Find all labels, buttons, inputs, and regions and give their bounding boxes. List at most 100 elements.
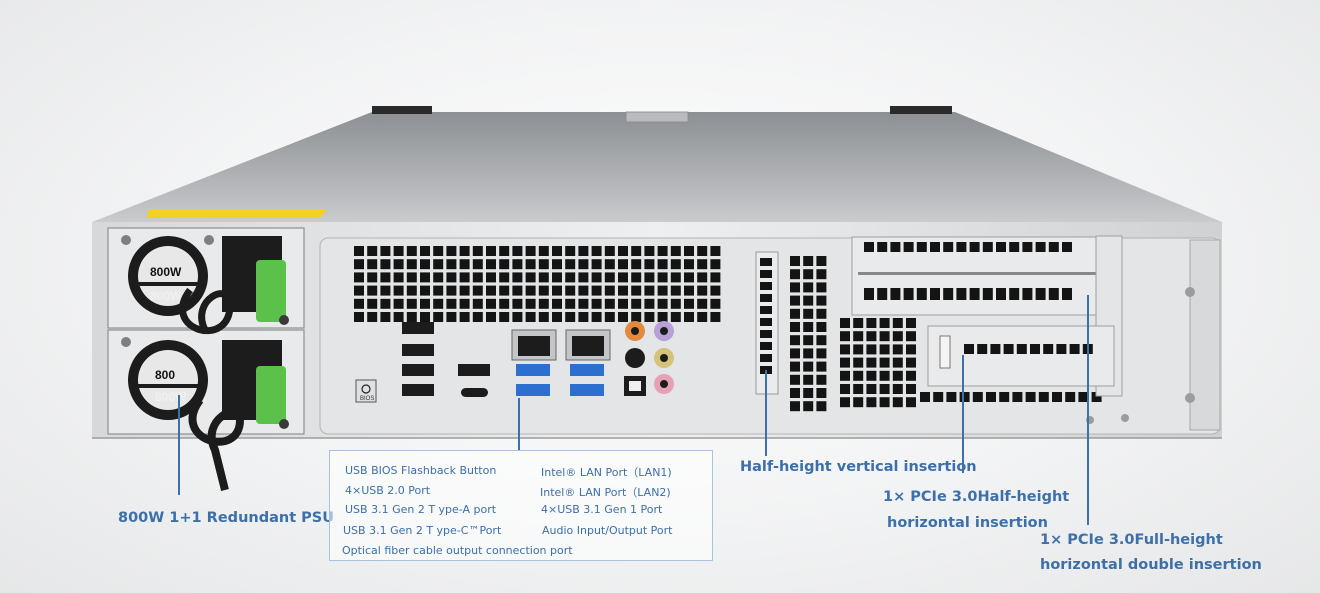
vent-hole xyxy=(406,285,417,296)
vent-hole xyxy=(840,318,850,328)
vent-hole xyxy=(816,348,827,359)
vent-hole xyxy=(853,357,864,368)
vent-hole xyxy=(853,384,864,394)
psu-2-release-handle xyxy=(256,366,286,424)
vent-hole xyxy=(816,295,827,306)
vent-hole xyxy=(420,272,430,283)
vent-hole xyxy=(816,335,827,346)
vent-hole xyxy=(892,318,903,328)
psu-callout: 800W 1+1 Redundant PSU xyxy=(118,510,335,526)
vent-hole xyxy=(760,318,772,326)
vent-hole xyxy=(472,312,483,322)
vent-hole xyxy=(354,312,364,322)
vent-hole xyxy=(943,288,954,300)
vent-hole xyxy=(631,298,642,309)
vent-hole xyxy=(367,312,378,322)
vent-hole xyxy=(420,312,430,322)
vent-hole xyxy=(486,246,496,256)
vent-hole xyxy=(486,285,496,296)
usb3-ports xyxy=(516,364,604,396)
vent-hole xyxy=(1022,242,1033,252)
vent-hole xyxy=(684,298,694,309)
vent-hole xyxy=(565,285,576,296)
vent-hole xyxy=(604,259,615,270)
vent-hole xyxy=(1065,392,1076,402)
vent-hole xyxy=(816,256,827,266)
vent-hole xyxy=(367,298,378,309)
vent-hole xyxy=(790,374,800,385)
vent-hole xyxy=(877,288,888,300)
vent-hole xyxy=(499,298,510,309)
vent-hole xyxy=(657,298,668,309)
vent-hole xyxy=(552,246,562,256)
vent-hole xyxy=(879,318,890,328)
chassis-top xyxy=(92,112,1222,222)
vent-hole xyxy=(499,285,510,296)
vent-hole xyxy=(864,242,874,252)
vent-hole xyxy=(803,374,814,385)
vent-hole xyxy=(459,298,470,309)
vent-hole xyxy=(525,272,536,283)
vent-hole xyxy=(1009,288,1020,300)
vent-hole xyxy=(420,298,430,309)
vent-hole xyxy=(760,294,772,302)
vent-hole xyxy=(486,298,496,309)
vent-hole xyxy=(459,246,470,256)
vent-hole xyxy=(670,285,681,296)
vent-hole xyxy=(684,246,694,256)
vent-hole xyxy=(853,318,864,328)
vent-hole xyxy=(657,272,668,283)
vent-hole xyxy=(657,246,668,256)
vent-hole xyxy=(486,259,496,270)
vent-hole xyxy=(1069,344,1080,354)
io-port-legend: USB BIOS Flashback Button Intel® LAN Por… xyxy=(329,450,713,561)
vent-hole xyxy=(710,285,721,296)
vent-hole xyxy=(697,298,708,309)
vent-hole xyxy=(486,312,496,322)
vent-hole xyxy=(565,259,576,270)
vent-hole xyxy=(853,370,864,381)
vent-hole xyxy=(433,246,444,256)
pcie-full-callout-line xyxy=(1087,295,1089,525)
vent-hole xyxy=(853,331,864,342)
vent-hole xyxy=(525,246,536,256)
vent-hole xyxy=(604,312,615,322)
vent-hole xyxy=(406,246,417,256)
vent-hole xyxy=(367,259,378,270)
vent-hole xyxy=(618,298,628,309)
vent-hole xyxy=(552,272,562,283)
vent-hole xyxy=(380,298,391,309)
vent-hole xyxy=(864,288,874,300)
vent-hole xyxy=(816,401,827,412)
vent-hole xyxy=(459,285,470,296)
psu-1-label-bottom: 800W xyxy=(150,289,182,303)
vent-hole xyxy=(946,392,957,402)
vent-hole xyxy=(354,298,364,309)
vent-hole xyxy=(943,242,954,252)
vent-hole xyxy=(760,270,772,278)
vent-hole xyxy=(956,288,967,300)
vent-hole xyxy=(877,242,888,252)
vent-hole xyxy=(565,298,576,309)
vent-hole xyxy=(631,246,642,256)
vent-hole xyxy=(459,259,470,270)
vent-hole xyxy=(367,272,378,283)
vent-hole xyxy=(406,259,417,270)
vent-hole xyxy=(930,288,940,300)
warning-label xyxy=(146,209,327,218)
vent-hole xyxy=(538,259,549,270)
vent-hole xyxy=(459,312,470,322)
legend-item: Intel® LAN Port（LAN1) xyxy=(541,466,672,479)
vent-hole xyxy=(892,344,903,355)
vent-hole xyxy=(903,288,914,300)
pcie-half-callout-line xyxy=(962,355,964,473)
vent-hole xyxy=(446,298,457,309)
vent-hole xyxy=(866,344,877,355)
vent-hole xyxy=(972,392,983,402)
vent-hole xyxy=(406,312,417,322)
vent-hole xyxy=(618,259,628,270)
vent-hole xyxy=(684,285,694,296)
vent-hole xyxy=(565,312,576,322)
vent-hole xyxy=(1038,392,1049,402)
